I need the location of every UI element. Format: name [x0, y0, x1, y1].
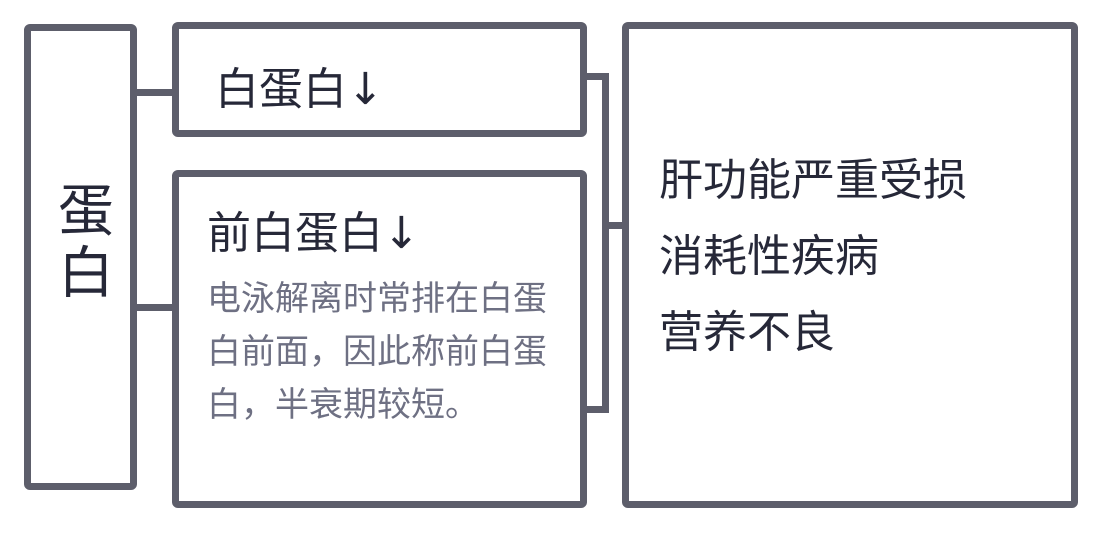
cause-item: 肝功能严重受损 [659, 155, 967, 206]
connector-albumin-out [585, 73, 609, 80]
albumin-title: 白蛋白↓ [215, 64, 384, 115]
root-label-text: 蛋白 [48, 181, 114, 305]
root-node-protein: 蛋白 [24, 24, 137, 490]
connector-to-result [605, 222, 625, 229]
causes-list: 肝功能严重受损 消耗性疾病 营养不良 [659, 143, 967, 371]
connector-root-to-albumin [135, 89, 175, 96]
prealbumin-note: 电泳解离时常排在白蛋白前面，因此称前白蛋白，半衰期较短。 [207, 279, 547, 425]
connector-root-to-prealbumin [135, 304, 175, 311]
node-causes: 肝功能严重受损 消耗性疾病 营养不良 [622, 22, 1078, 508]
node-albumin: 白蛋白↓ [172, 22, 587, 137]
cause-item: 消耗性疾病 [659, 231, 879, 282]
node-prealbumin: 前白蛋白↓ 电泳解离时常排在白蛋白前面，因此称前白蛋白，半衰期较短。 [172, 170, 587, 508]
cause-item: 营养不良 [659, 307, 835, 358]
root-label: 蛋白 [31, 181, 130, 322]
connector-prealbumin-out [585, 406, 609, 413]
prealbumin-title: 前白蛋白↓ [207, 208, 420, 259]
connector-bracket-vertical [602, 73, 609, 413]
